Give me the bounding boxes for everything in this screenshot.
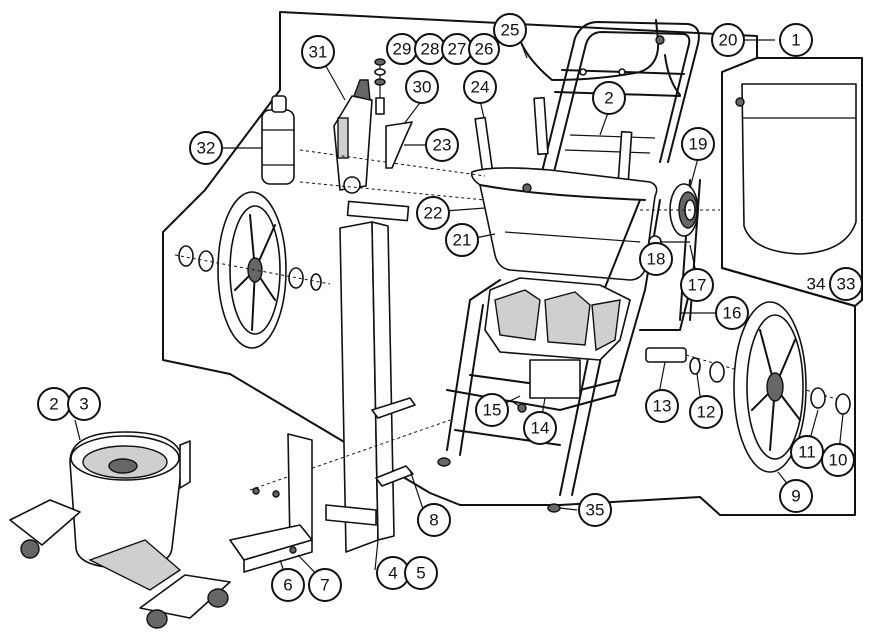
svg-text:27: 27 [448, 40, 467, 59]
callout-26: 26 [468, 33, 500, 65]
assembly-boundary [162, 11, 856, 516]
svg-text:3: 3 [79, 395, 88, 414]
svg-text:10: 10 [829, 451, 848, 470]
callout-30: 30 [405, 70, 439, 104]
svg-text:9: 9 [791, 487, 800, 506]
callout-16: 16 [715, 296, 749, 330]
svg-text:8: 8 [429, 511, 438, 530]
water-bottle [261, 95, 295, 185]
callout-1: 1 [779, 23, 813, 57]
svg-text:5: 5 [416, 564, 425, 583]
callout-7: 7 [308, 568, 342, 602]
motor-assembly [484, 277, 631, 413]
svg-text:35: 35 [586, 501, 605, 520]
pulley [640, 183, 720, 237]
svg-text:16: 16 [723, 304, 742, 323]
left-wheel [174, 191, 331, 349]
right-wheel [733, 301, 807, 473]
callout-8: 8 [417, 503, 451, 537]
callout-20: 20 [711, 23, 745, 57]
callout-23: 23 [425, 128, 459, 162]
callout-10: 10 [821, 443, 855, 477]
callout-5: 5 [404, 556, 438, 590]
callout-12: 12 [689, 395, 723, 429]
svg-text:4: 4 [388, 564, 397, 583]
svg-text:21: 21 [453, 231, 472, 250]
svg-text:2: 2 [49, 395, 58, 414]
svg-text:24: 24 [471, 78, 490, 97]
callout-28: 28 [414, 33, 446, 65]
svg-text:18: 18 [647, 250, 666, 269]
callout-25: 25 [493, 13, 527, 47]
svg-text:23: 23 [433, 136, 452, 155]
callout-31: 31 [301, 35, 335, 69]
callout-22: 22 [416, 196, 450, 230]
callout-13: 13 [645, 389, 679, 423]
svg-text:30: 30 [413, 78, 432, 97]
paint-bucket-assembly [9, 431, 231, 629]
svg-text:17: 17 [688, 276, 707, 295]
callout-11: 11 [790, 435, 824, 469]
callout-33: 33 [829, 267, 863, 301]
svg-text:20: 20 [719, 31, 738, 50]
callout-32: 32 [189, 131, 223, 165]
svg-text:13: 13 [653, 397, 672, 416]
bag-label-34: 34 [807, 275, 826, 294]
svg-text:11: 11 [798, 443, 816, 462]
tip-parts [374, 58, 413, 169]
hopper-bracket [229, 433, 313, 573]
callout-4: 4 [376, 556, 410, 590]
right-washers [689, 357, 851, 415]
callout-14: 14 [523, 411, 557, 445]
hopper [470, 167, 658, 281]
svg-text:7: 7 [320, 576, 329, 595]
svg-text:15: 15 [483, 401, 502, 420]
svg-text:19: 19 [689, 135, 708, 154]
svg-text:1: 1 [791, 31, 800, 50]
callout-21: 21 [445, 223, 479, 257]
svg-text:2: 2 [604, 89, 613, 108]
callout-2-bucket: 2 [37, 387, 71, 421]
svg-text:6: 6 [283, 576, 292, 595]
callout-6: 6 [271, 568, 305, 602]
svg-text:22: 22 [424, 204, 443, 223]
callout-18: 18 [639, 242, 673, 276]
callout-29: 29 [386, 33, 418, 65]
callout-35: 35 [578, 493, 612, 527]
callout-24: 24 [463, 70, 497, 104]
svg-text:26: 26 [475, 40, 494, 59]
callout-27: 27 [441, 33, 473, 65]
svg-text:33: 33 [837, 275, 856, 294]
callout-3: 3 [67, 387, 101, 421]
svg-text:12: 12 [697, 403, 716, 422]
callout-19: 19 [681, 127, 715, 161]
svg-text:29: 29 [393, 40, 412, 59]
svg-text:32: 32 [197, 139, 216, 158]
bag-box [721, 57, 863, 307]
callout-15: 15 [475, 393, 509, 427]
straps [371, 397, 416, 487]
svg-text:25: 25 [501, 21, 520, 40]
gun-holder [299, 79, 486, 222]
callout-17: 17 [680, 268, 714, 302]
svg-text:28: 28 [421, 40, 440, 59]
svg-text:31: 31 [309, 43, 328, 62]
callout-9: 9 [779, 479, 813, 513]
spray-cable [519, 19, 681, 96]
svg-text:14: 14 [531, 419, 550, 438]
callout-2-cart: 2 [592, 81, 626, 115]
